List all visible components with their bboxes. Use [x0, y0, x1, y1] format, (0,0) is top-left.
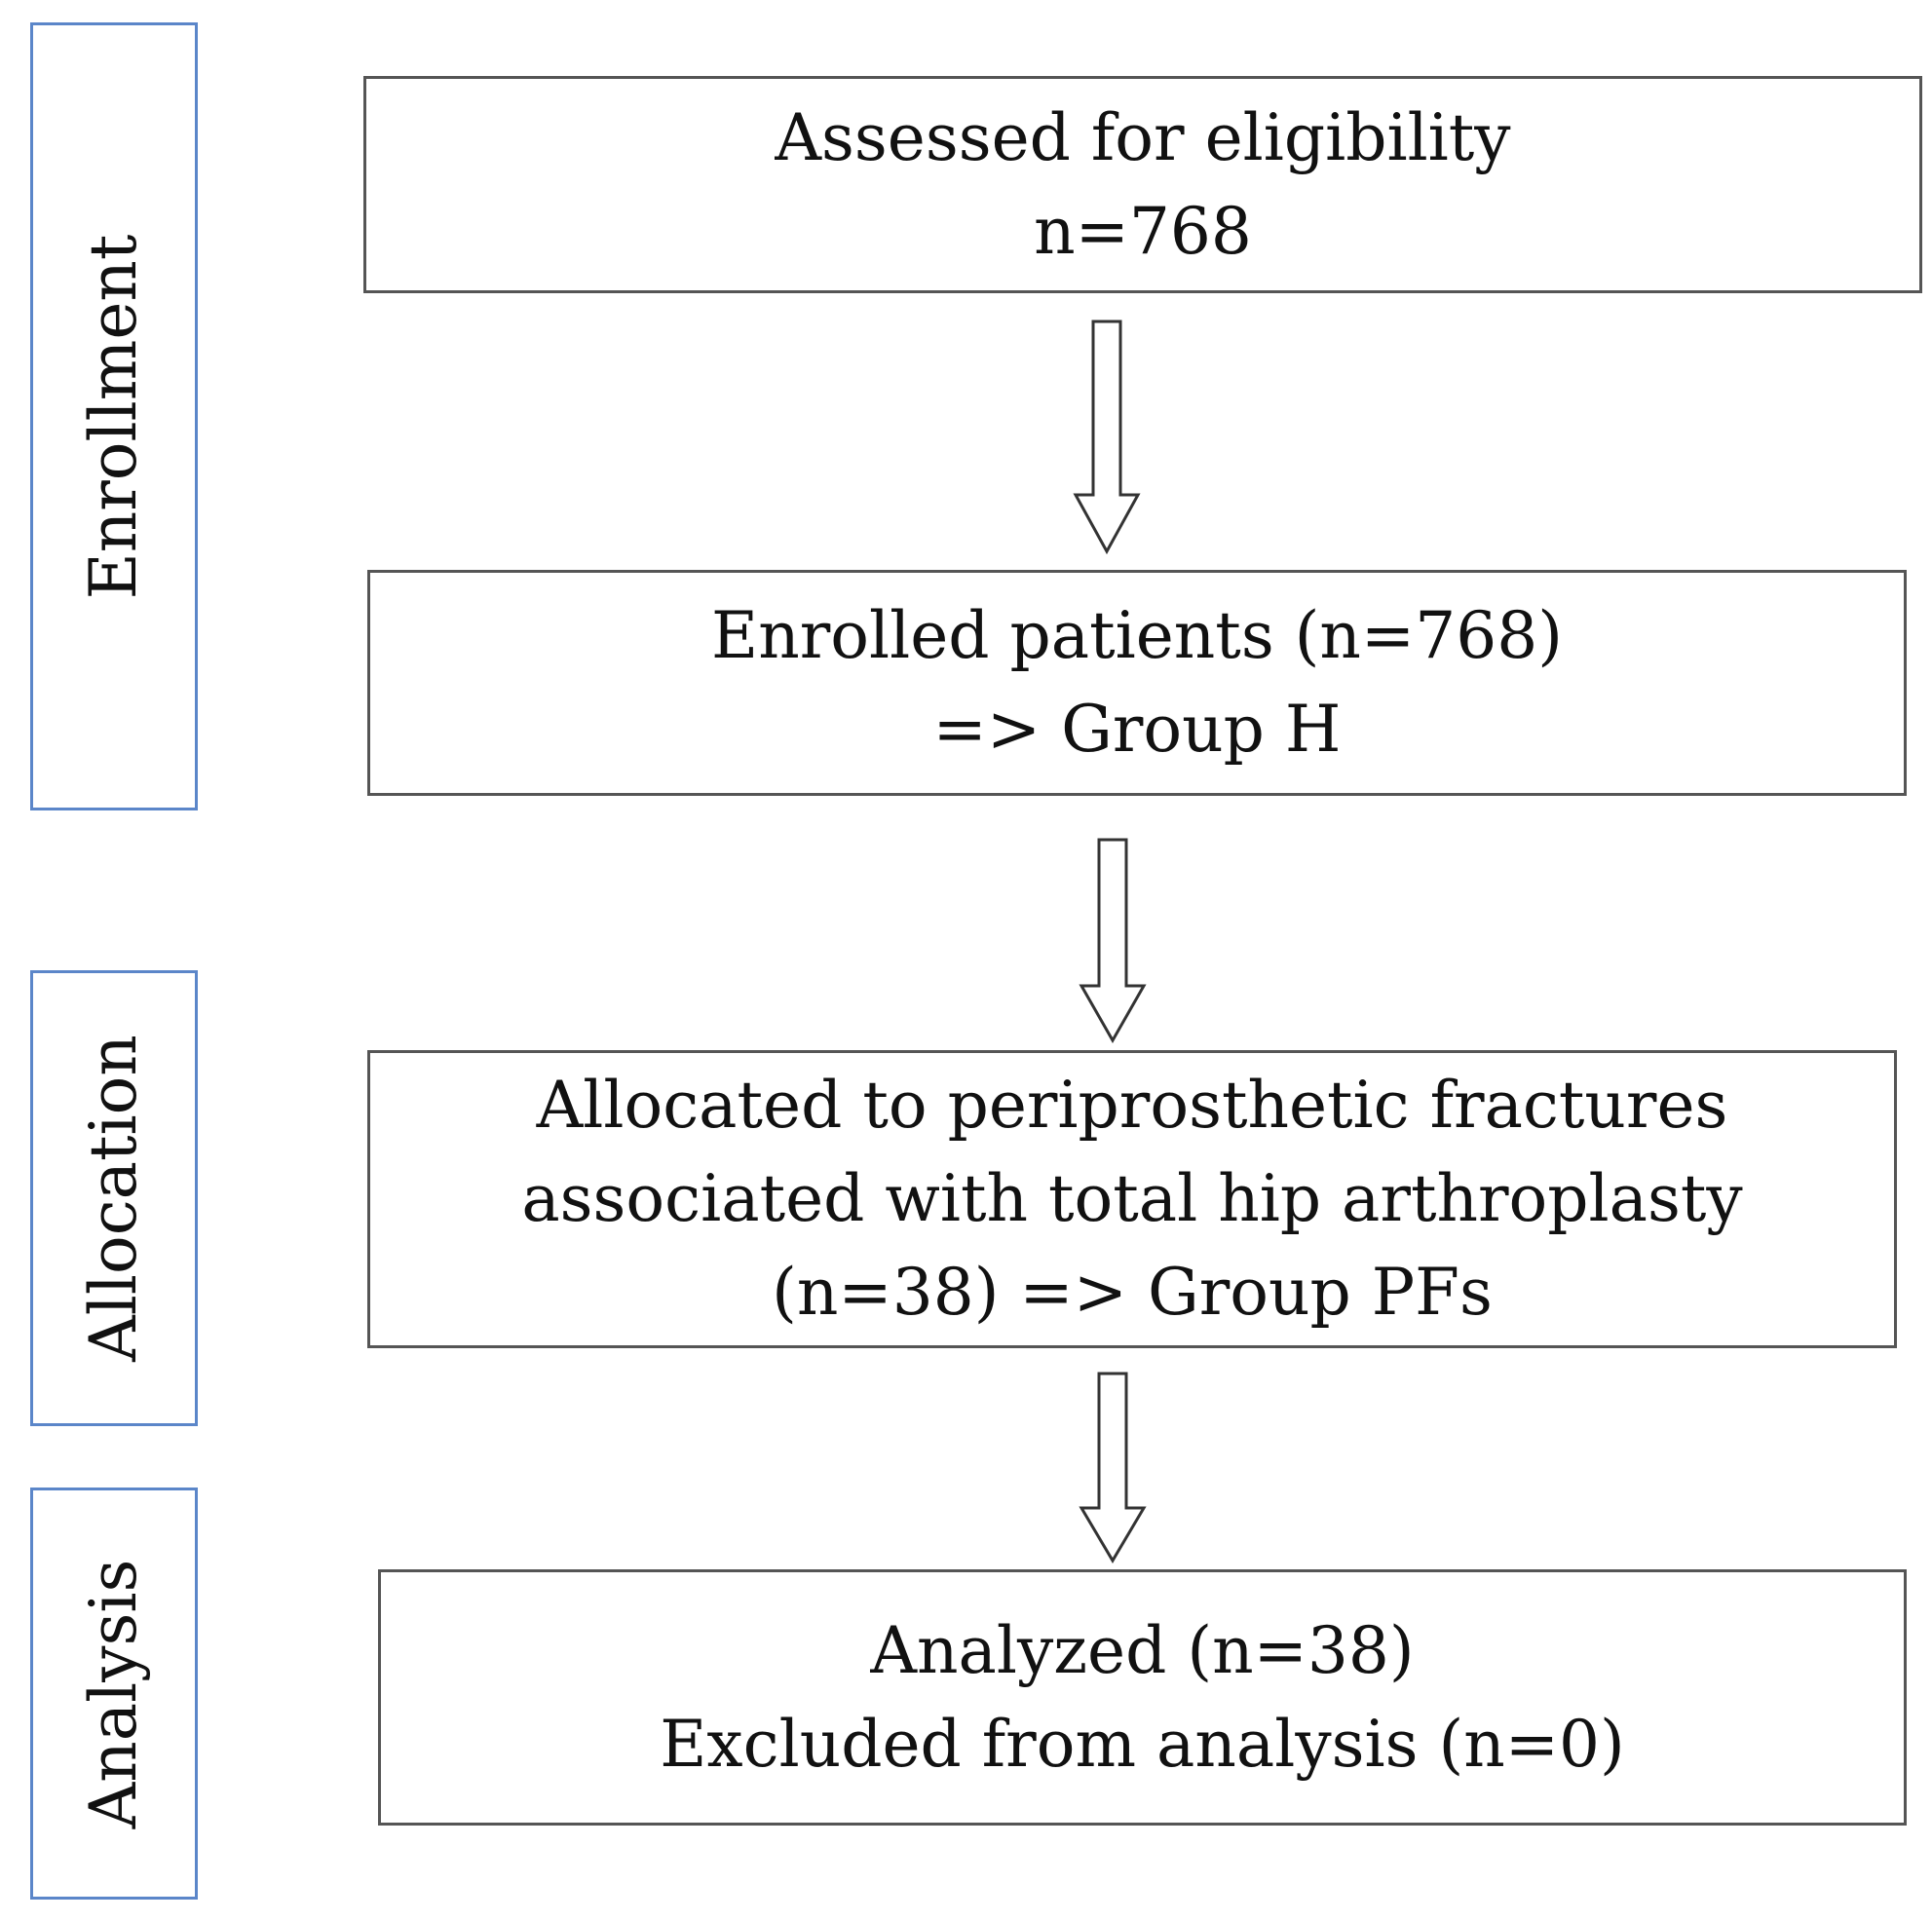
allocated-box: Allocated to periprosthetic fractures as…	[367, 1050, 1897, 1348]
allocated-line-3: (n=38) => Group PFs	[772, 1255, 1493, 1330]
enrolled-line-2: => Group H	[932, 692, 1342, 767]
enrolled-patients-box: Enrolled patients (n=768) => Group H	[367, 570, 1907, 796]
analyzed-line-2: Excluded from analysis (n=0)	[660, 1706, 1625, 1782]
allocated-line-1: Allocated to periprosthetic fractures	[536, 1068, 1728, 1143]
allocated-line-2: associated with total hip arthroplasty	[521, 1161, 1743, 1236]
down-arrow-shape	[1073, 320, 1141, 555]
stage-label-allocation: Allocation	[30, 970, 198, 1426]
enrolled-line-1: Enrolled patients (n=768)	[711, 598, 1563, 673]
down-arrow-icon	[1079, 838, 1147, 1044]
stage-text-enrollment: Enrollment	[76, 234, 151, 599]
stage-text-allocation: Allocation	[76, 1035, 151, 1362]
assessed-line-1: Assessed for eligibility	[775, 99, 1511, 175]
analyzed-box: Analyzed (n=38) Excluded from analysis (…	[378, 1569, 1907, 1826]
down-arrow-shape	[1079, 1372, 1147, 1563]
stage-label-enrollment: Enrollment	[30, 22, 198, 810]
analyzed-line-1: Analyzed (n=38)	[870, 1612, 1415, 1688]
down-arrow-icon	[1073, 320, 1141, 555]
assessed-for-eligibility-box: Assessed for eligibility n=768	[363, 76, 1922, 293]
stage-text-analysis: Analysis	[76, 1559, 151, 1828]
assessed-line-2: n=768	[1034, 193, 1252, 269]
down-arrow-shape	[1079, 838, 1147, 1044]
down-arrow-icon	[1079, 1372, 1147, 1563]
stage-label-analysis: Analysis	[30, 1488, 198, 1900]
